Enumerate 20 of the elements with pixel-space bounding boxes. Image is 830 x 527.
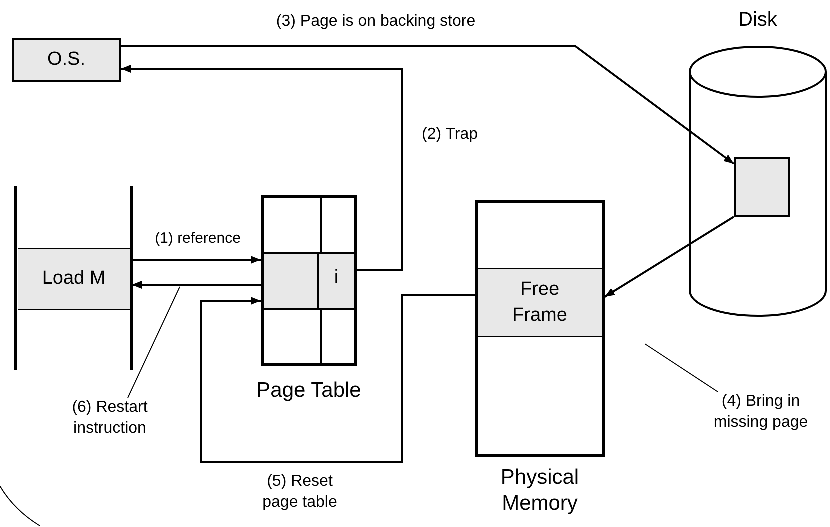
os-box: O.S. [12,38,121,82]
page-block [734,157,790,217]
arrow [200,294,475,463]
arrow [132,256,261,264]
leader-line [128,286,180,398]
leader-line [644,344,718,392]
step-text: (6) Restart instruction [40,398,180,442]
edge-label: (1) reference [155,229,241,248]
table-row [261,252,357,310]
frame-number: i [333,266,340,290]
step-text: (4) Bring in missing page [700,392,822,436]
instruction-cell: Load M [18,248,130,310]
memory-caption: Physical Memory [500,465,580,518]
free-frame: Free Frame [475,268,605,337]
disk-caption: Disk [738,8,778,33]
arrow [121,65,403,271]
table-caption: Page Table [256,378,362,404]
arrow [604,216,735,298]
arrow [121,45,735,165]
arrow [132,281,261,289]
